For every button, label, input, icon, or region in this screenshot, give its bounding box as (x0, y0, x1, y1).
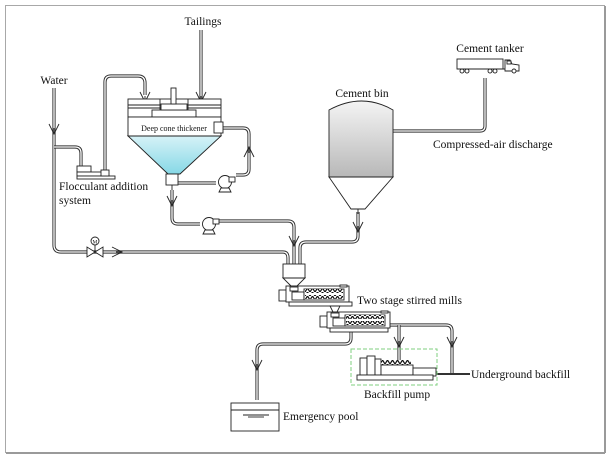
arrow-water (48, 123, 60, 136)
labels: Tailings Water Deep cone thickener Flocc… (40, 16, 570, 423)
arrow-to-mixer (288, 235, 300, 248)
label-emergency-pool: Emergency pool (283, 411, 358, 423)
label-cement-tanker: Cement tanker (456, 43, 524, 55)
label-cement-bin: Cement bin (335, 88, 389, 100)
pipes (52, 30, 487, 400)
label-underground: Underground backfill (471, 369, 570, 381)
label-compressed-air: Compressed-air discharge (433, 139, 553, 151)
arrow-recirc-up (243, 145, 255, 158)
arrow-underflow (166, 195, 178, 208)
pipe-mill-outlet (388, 323, 454, 374)
underflow-pump[interactable] (202, 217, 220, 235)
arrow-to-emergency (251, 359, 263, 372)
recirculation-pump[interactable] (218, 175, 236, 193)
flocculant-addition-system[interactable] (76, 165, 116, 180)
arrow-cement-out (352, 221, 364, 234)
arrow-to-pump (393, 336, 405, 349)
pipe-underflow (170, 190, 296, 266)
arrow-water-horizontal (111, 246, 124, 258)
pipe-flocculant-to-thickener (103, 74, 147, 170)
arrow-to-underground (446, 336, 458, 349)
cement-bin[interactable] (328, 100, 394, 214)
flow-arrows (48, 91, 458, 372)
pipe-water (52, 88, 290, 266)
pipe-water-to-flocculant (54, 145, 83, 167)
label-water: Water (40, 75, 67, 87)
cement-tanker[interactable] (456, 58, 520, 74)
label-flocculant-line2: system (59, 195, 91, 207)
pipe-cement (298, 212, 360, 266)
pipe-compressed-air (393, 78, 487, 133)
motorized-valve[interactable]: M (86, 236, 104, 258)
emergency-pool[interactable] (230, 402, 280, 432)
label-tailings: Tailings (185, 16, 222, 28)
label-mills: Two stage stirred mills (357, 295, 462, 307)
stirred-mill-stage-1[interactable] (278, 284, 353, 307)
backfill-pump[interactable] (350, 348, 438, 386)
label-flocculant-line1: Flocculant addition (59, 181, 148, 193)
pipe-emergency (255, 331, 353, 400)
label-backfill-pump: Backfill pump (364, 389, 430, 401)
thickener-cone (126, 135, 223, 175)
stirred-mill-stage-2[interactable] (319, 305, 391, 333)
valve-motor-label: M (93, 240, 98, 246)
label-thickener: Deep cone thickener (141, 124, 207, 133)
backfill-pump-highlight-box (350, 348, 438, 386)
deep-cone-thickener[interactable] (126, 87, 224, 190)
mixer-hopper[interactable] (281, 263, 307, 287)
